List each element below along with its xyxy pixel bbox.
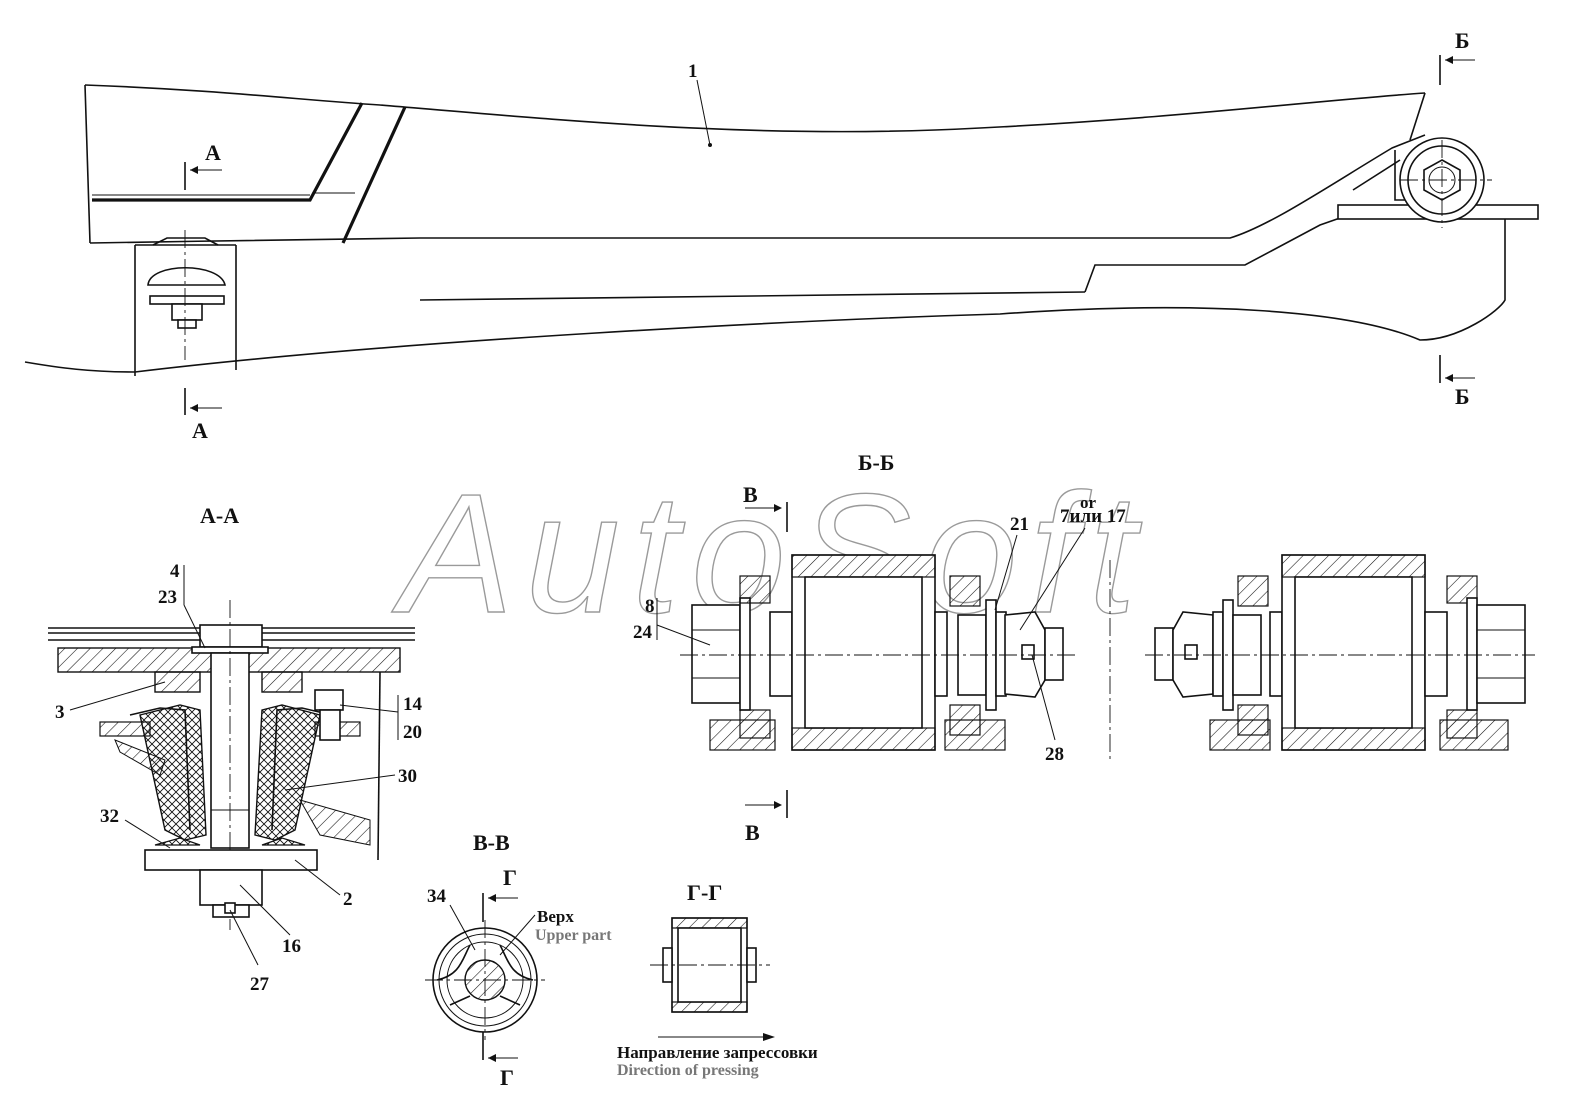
section-b-top: Б	[1455, 28, 1470, 53]
section-b-bottom: Б	[1455, 384, 1470, 409]
main-lever-view: 1	[24, 61, 1539, 376]
label-part-32: 32	[100, 806, 119, 827]
section-bb-view: Б-Б В В	[633, 450, 1535, 845]
section-v-top: В	[743, 482, 758, 507]
label-part-24: 24	[633, 622, 653, 643]
section-g-bottom: Г	[500, 1065, 514, 1090]
section-vv-title: В-В	[473, 830, 510, 855]
label-part-7-or-17: 7или 17	[1060, 506, 1126, 527]
label-part-14: 14	[403, 694, 423, 715]
section-aa-title: А-А	[200, 503, 239, 528]
label-part-21: 21	[1010, 514, 1029, 535]
section-gg-title: Г-Г	[687, 880, 722, 905]
section-vv-view: В-В Г Г 34 Верх Upper part	[425, 830, 612, 1090]
caption-direction-ru: Направление запрессовки	[617, 1043, 818, 1062]
label-or-en: or	[1080, 493, 1097, 512]
section-bb-title: Б-Б	[858, 450, 894, 475]
label-part-4: 4	[170, 561, 180, 582]
label-part-20: 20	[403, 722, 422, 743]
label-part-16: 16	[282, 936, 301, 957]
label-part-23: 23	[158, 587, 177, 608]
label-part-30: 30	[398, 766, 417, 787]
label-part-3: 3	[55, 702, 65, 723]
section-markers: А А Б Б	[184, 28, 1475, 443]
section-aa-view: А-А 4	[48, 503, 423, 995]
caption-upper-en: Upper part	[535, 927, 612, 944]
section-a-top: А	[205, 140, 221, 165]
label-part-34: 34	[427, 886, 447, 907]
section-a-bottom: А	[192, 418, 208, 443]
caption-direction-en: Direction of pressing	[617, 1062, 759, 1079]
label-part-1: 1	[688, 61, 698, 82]
label-part-2: 2	[343, 889, 353, 910]
label-part-27: 27	[250, 974, 270, 995]
caption-upper-ru: Верх	[537, 907, 574, 926]
label-part-8: 8	[645, 596, 655, 617]
section-g-top: Г	[503, 865, 517, 890]
section-v-bottom: В	[745, 820, 760, 845]
section-gg-view: Г-Г Направление запрессовки Direction of…	[617, 880, 818, 1079]
label-part-28: 28	[1045, 744, 1064, 765]
